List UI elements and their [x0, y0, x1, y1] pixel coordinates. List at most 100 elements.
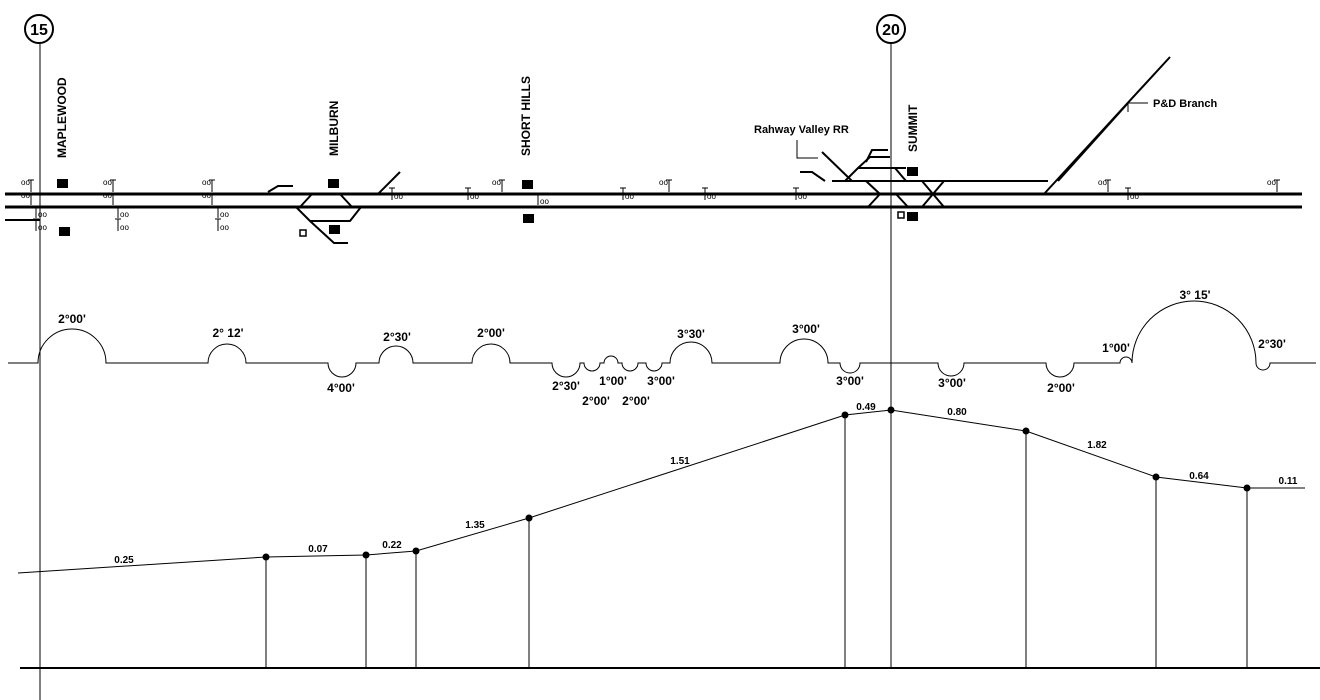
station-short-hills: SHORT HILLS	[519, 76, 533, 156]
siding-milburn-south	[295, 206, 362, 222]
crossover-milburn-a	[299, 193, 313, 208]
signal-icon: oo	[707, 192, 716, 201]
grade-label-8: 1.82	[1087, 440, 1107, 451]
grade-label-6: 0.49	[856, 402, 876, 413]
curve-label-12: 3°00'	[792, 322, 820, 336]
curve-label-18: 2°30'	[1258, 337, 1286, 351]
tower-summit	[897, 211, 905, 219]
signal-icon: oo	[625, 192, 634, 201]
platform-summit-south	[907, 212, 918, 221]
grade-label-7: 0.80	[947, 407, 967, 418]
grade-break-point	[362, 551, 370, 559]
curve-label-11: 3°30'	[677, 327, 705, 341]
signal-icon: oo	[1130, 192, 1139, 201]
grade-break-point	[1243, 484, 1251, 492]
crossover-summit-c	[895, 193, 909, 208]
curve-label-2: 2° 12'	[212, 326, 243, 340]
milepost-20-circle	[876, 14, 906, 44]
milepost-15-label: 15	[30, 22, 48, 39]
curve-label-14: 3°00'	[938, 376, 966, 390]
signal-icon: oo	[21, 191, 30, 200]
signal-icon: oo	[1098, 178, 1107, 187]
curve-label-17: 3° 15'	[1179, 288, 1210, 302]
rahway-track	[821, 151, 853, 182]
spur-milburn-north	[377, 171, 401, 195]
platform-short-hills-south	[523, 214, 534, 223]
grade-profile: 0.25 0.07 0.22 1.35 1.51 0.49 0.80 1.82 …	[17, 402, 1320, 669]
curve-label-10: 3°00'	[647, 374, 675, 388]
grade-break-points	[262, 406, 1251, 561]
grade-label-10: 0.11	[1279, 476, 1298, 487]
grade-label-1: 0.25	[114, 555, 134, 566]
curve-label-16: 1°00'	[1102, 341, 1130, 355]
signal-icon: oo	[103, 178, 112, 187]
yard-track-2	[857, 156, 890, 169]
grade-label-2: 0.07	[308, 544, 328, 555]
grade-label-3: 0.22	[382, 540, 402, 551]
crossover-milburn-b	[339, 193, 353, 208]
signal-icon: oo	[202, 191, 211, 200]
station-summit: SUMMIT	[906, 104, 920, 152]
signal-icon: oo	[659, 178, 668, 187]
crossover-summit-a	[865, 180, 881, 195]
signal-icon: oo	[120, 210, 129, 219]
grade-break-point	[887, 406, 895, 414]
platform-milburn-north	[328, 179, 339, 188]
signal-icon: oo	[103, 191, 112, 200]
milepost-15: 15	[24, 14, 54, 700]
pd-branch-track-2	[1057, 102, 1129, 182]
spur-milburn	[309, 220, 348, 244]
crossover-summit-b	[867, 193, 881, 208]
grade-break-point	[1152, 473, 1160, 481]
signal-icon: oo	[1267, 178, 1276, 187]
signal-icon: oo	[220, 223, 229, 232]
curve-label-3: 4°00'	[327, 381, 355, 395]
signal-icon: oo	[470, 192, 479, 201]
grade-break-verticals	[265, 415, 1248, 668]
station-maplewood: MAPLEWOOD	[55, 77, 69, 158]
signal-icon: oo	[220, 210, 229, 219]
curve-label-15: 2°00'	[1047, 381, 1075, 395]
signal-icon: oo	[202, 178, 211, 187]
crossover-summit-e	[921, 180, 945, 208]
platform-milburn-south	[329, 225, 340, 234]
curve-label-5: 2°00'	[477, 326, 505, 340]
rahway-leader	[796, 140, 818, 159]
grade-break-point	[1022, 427, 1030, 435]
station-milburn: MILBURN	[327, 101, 341, 156]
grade-label-9: 0.64	[1189, 471, 1209, 482]
grade-break-point	[841, 411, 849, 419]
signal-icon: oo	[120, 223, 129, 232]
platform-summit-north	[907, 167, 918, 176]
track-plan	[5, 56, 1302, 244]
curve-label-9: 2°00'	[622, 394, 650, 408]
crossover-summit-f	[894, 167, 907, 182]
grade-label-5: 1.51	[670, 456, 690, 467]
rahway-connection	[800, 171, 826, 182]
platform-maplewood-south	[59, 227, 70, 236]
grade-label-4: 1.35	[465, 520, 485, 531]
grade-break-point	[262, 553, 270, 561]
grade-break-point	[525, 514, 533, 522]
milepost-20-label: 20	[882, 22, 900, 39]
curve-label-6: 2°30'	[552, 379, 580, 393]
rahway-valley-label: Rahway Valley RR	[754, 124, 849, 136]
curvature-profile: 2°00' 2° 12' 4°00' 2°30' 2°00' 2°30' 2°0…	[8, 288, 1316, 408]
grade-line	[17, 409, 1305, 574]
tower-milburn	[299, 229, 307, 237]
curve-label-1: 2°00'	[58, 312, 86, 326]
yard-track-3	[865, 149, 888, 163]
platform-short-hills-north	[522, 180, 533, 189]
signal-icon: oo	[540, 197, 549, 206]
milepost-15-circle	[24, 14, 54, 44]
curvature-line	[8, 300, 1316, 378]
pd-leader	[1127, 102, 1148, 112]
signal-icon: oo	[38, 210, 47, 219]
milepost-20: 20	[876, 14, 906, 668]
curve-label-13: 3°00'	[836, 374, 864, 388]
curve-label-7: 2°00'	[582, 394, 610, 408]
siding-milburn-west	[267, 185, 293, 193]
signal-icon: oo	[394, 192, 403, 201]
grade-break-point	[412, 547, 420, 555]
